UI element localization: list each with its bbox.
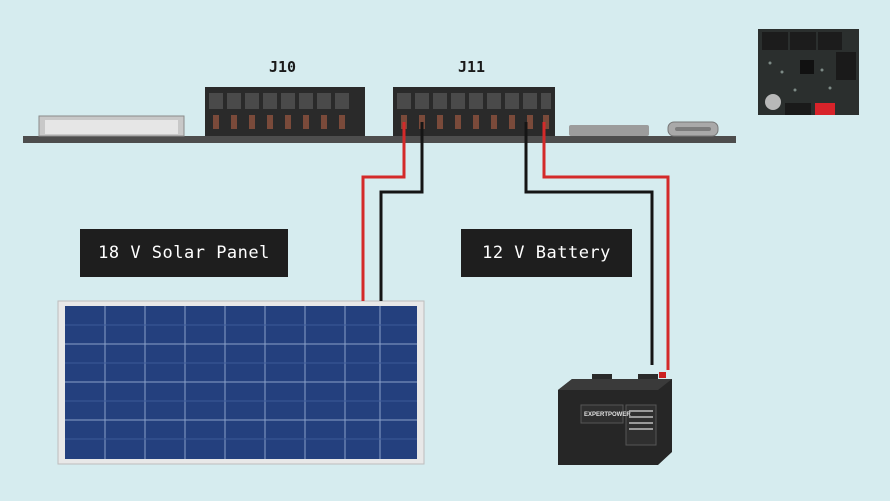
battery-negative-wire bbox=[524, 122, 654, 365]
solar-panel-label: 18 V Solar Panel bbox=[80, 229, 288, 277]
battery-brand: EXPERTPOWER bbox=[584, 412, 631, 418]
board-thumbnail bbox=[758, 29, 859, 115]
solar-panel bbox=[57, 300, 425, 465]
solar-positive-wire bbox=[361, 122, 406, 301]
j11-header bbox=[393, 87, 555, 136]
solar-negative-wire bbox=[379, 122, 424, 301]
battery-label: 12 V Battery bbox=[461, 229, 632, 277]
battery-positive-wire bbox=[542, 122, 670, 370]
j11-label: J11 bbox=[458, 58, 486, 76]
battery bbox=[558, 372, 672, 465]
board-edge bbox=[23, 136, 736, 143]
j10-header bbox=[205, 87, 365, 136]
j10-label: J10 bbox=[269, 58, 297, 76]
board-component-mid bbox=[569, 125, 649, 136]
